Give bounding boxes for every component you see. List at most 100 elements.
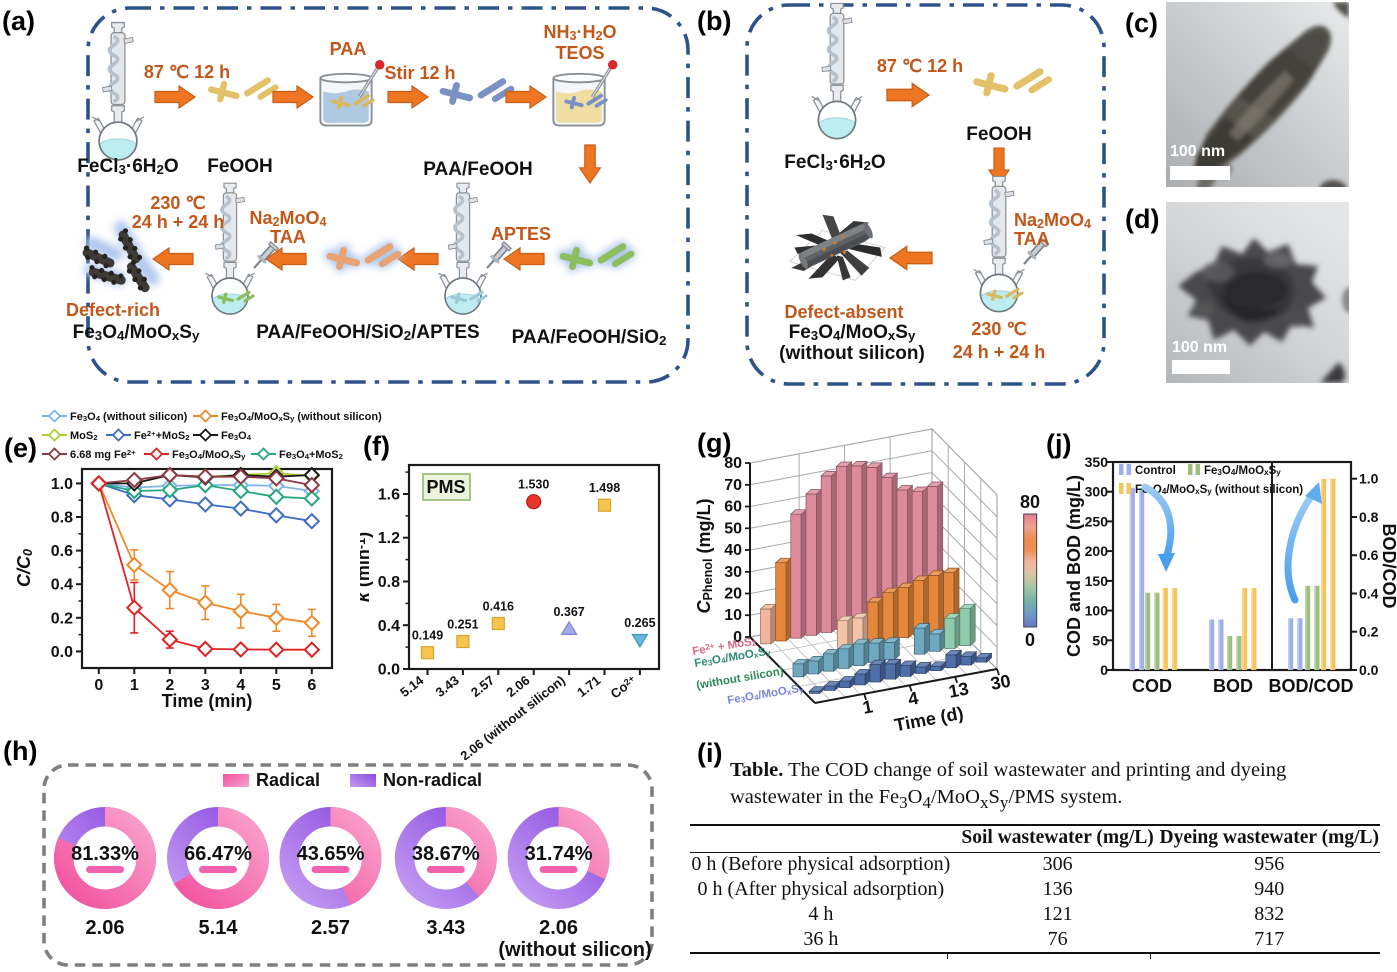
svg-text:COD and BOD (mg/L): COD and BOD (mg/L): [1065, 475, 1084, 657]
svg-text:0.4: 0.4: [1359, 586, 1379, 602]
svg-text:2.57: 2.57: [311, 917, 350, 939]
svg-text:200: 200: [1085, 543, 1109, 559]
svg-text:100 nm: 100 nm: [1170, 143, 1225, 160]
svg-text:350: 350: [1085, 454, 1109, 470]
svg-text:1.0: 1.0: [51, 476, 73, 493]
svg-text:TAA: TAA: [270, 227, 306, 247]
svg-text:Fe3O4/MoOxSy (without silicon): Fe3O4/MoOxSy (without silicon): [221, 411, 382, 423]
svg-text:0: 0: [1025, 630, 1035, 650]
svg-text:CPhenol (mg/L): CPhenol (mg/L): [694, 499, 715, 614]
svg-text:PAA/FeOOH/SiO2/APTES: PAA/FeOOH/SiO2/APTES: [256, 322, 479, 343]
svg-text:Fe3O4/MoOxSy: Fe3O4/MoOxSy: [727, 682, 805, 707]
svg-text:150: 150: [1085, 573, 1109, 589]
svg-text:30: 30: [724, 564, 742, 581]
svg-text:Non-radical: Non-radical: [383, 770, 482, 790]
svg-text:0.265: 0.265: [624, 616, 655, 630]
svg-text:0.6: 0.6: [1359, 547, 1379, 563]
svg-text:24 h + 24 h: 24 h + 24 h: [132, 212, 225, 232]
svg-text:Fe3O4: Fe3O4: [221, 430, 252, 442]
svg-text:APTES: APTES: [491, 224, 551, 244]
svg-text:PAA: PAA: [330, 39, 367, 59]
svg-text:0: 0: [733, 629, 742, 646]
svg-text:1.0: 1.0: [1359, 471, 1379, 487]
svg-text:0.2: 0.2: [1359, 624, 1379, 640]
svg-text:0.149: 0.149: [412, 629, 443, 643]
svg-text:5: 5: [272, 677, 281, 694]
svg-text:60: 60: [724, 499, 742, 516]
svg-text:3: 3: [201, 677, 210, 694]
svg-text:70: 70: [724, 477, 742, 494]
svg-text:C/C0: C/C0: [14, 549, 35, 587]
svg-text:13: 13: [947, 678, 970, 701]
svg-text:0.416: 0.416: [483, 600, 514, 614]
svg-text:TAA: TAA: [1014, 229, 1050, 249]
svg-text:Fe3O4/MoOxSy: Fe3O4/MoOxSy: [172, 449, 246, 461]
svg-text:87 ℃ 12 h: 87 ℃ 12 h: [144, 62, 230, 82]
svg-text:NH3·H2O: NH3·H2O: [543, 22, 616, 43]
svg-text:1.530: 1.530: [518, 478, 549, 492]
svg-text:30: 30: [989, 671, 1012, 694]
svg-text:230 ℃: 230 ℃: [150, 193, 205, 213]
svg-text:3.43: 3.43: [433, 673, 462, 700]
svg-text:(without silicon): (without silicon): [779, 343, 925, 364]
svg-text:1.498: 1.498: [589, 481, 620, 495]
svg-text:Na2MoO4: Na2MoO4: [1014, 210, 1091, 231]
svg-text:Fe3O4+MoS2: Fe3O4+MoS2: [279, 449, 343, 461]
svg-text:40: 40: [724, 542, 742, 559]
svg-text:87 ℃ 12 h: 87 ℃ 12 h: [877, 56, 963, 76]
svg-text:0.8: 0.8: [378, 574, 400, 591]
svg-text:1: 1: [861, 696, 874, 717]
svg-text:4: 4: [906, 688, 919, 709]
svg-text:Radical: Radical: [256, 770, 320, 790]
svg-text:230 ℃: 230 ℃: [971, 319, 1026, 339]
svg-text:Fe3O4/MoOxSy: Fe3O4/MoOxSy: [789, 322, 916, 343]
svg-text:Control: Control: [1135, 465, 1176, 477]
svg-text:250: 250: [1085, 513, 1109, 529]
svg-text:100: 100: [1085, 603, 1109, 619]
svg-text:2.57: 2.57: [468, 673, 497, 700]
svg-text:PAA/FeOOH/SiO2: PAA/FeOOH/SiO2: [512, 327, 667, 348]
svg-text:0.6: 0.6: [51, 543, 73, 560]
svg-text:0.0: 0.0: [378, 662, 400, 679]
svg-text:k (min-1): k (min-1): [360, 532, 373, 602]
svg-text:5.14: 5.14: [199, 917, 239, 939]
svg-text:FeCl3·6H2O: FeCl3·6H2O: [784, 152, 885, 173]
svg-text:TEOS: TEOS: [555, 43, 604, 63]
svg-text:PAA/FeOOH: PAA/FeOOH: [423, 159, 532, 180]
svg-text:Fe3O4/MoOxSy: Fe3O4/MoOxSy: [73, 322, 200, 343]
svg-text:0.8: 0.8: [51, 510, 73, 527]
svg-text:Fe3O4/MoOxSy: Fe3O4/MoOxSy: [1204, 465, 1281, 477]
svg-text:0.4: 0.4: [378, 618, 400, 635]
svg-text:FeOOH: FeOOH: [966, 124, 1031, 145]
svg-text:Fe3O4 (without silicon): Fe3O4 (without silicon): [70, 411, 188, 423]
svg-text:(without silicon): (without silicon): [498, 939, 651, 961]
svg-text:Time (d): Time (d): [893, 703, 965, 735]
svg-text:50: 50: [724, 520, 742, 537]
svg-text:0.251: 0.251: [447, 618, 478, 632]
svg-text:Defect-absent: Defect-absent: [784, 302, 903, 322]
svg-text:FeCl3·6H2O: FeCl3·6H2O: [77, 156, 178, 177]
svg-text:50: 50: [1092, 632, 1108, 648]
svg-text:300: 300: [1085, 484, 1109, 500]
svg-text:PMS: PMS: [426, 477, 465, 497]
svg-text:6: 6: [307, 677, 316, 694]
svg-text:66.47%: 66.47%: [184, 843, 252, 865]
svg-text:43.65%: 43.65%: [297, 843, 365, 865]
svg-text:2: 2: [165, 677, 174, 694]
svg-text:38.67%: 38.67%: [412, 843, 480, 865]
svg-text:0.367: 0.367: [553, 605, 584, 619]
svg-text:0.0: 0.0: [51, 644, 73, 661]
svg-text:80: 80: [1020, 492, 1040, 512]
svg-text:Time (min): Time (min): [162, 691, 253, 711]
svg-text:Stir 12 h: Stir 12 h: [384, 63, 455, 83]
svg-text:81.33%: 81.33%: [71, 843, 139, 865]
svg-text:24 h + 24 h: 24 h + 24 h: [953, 342, 1046, 362]
svg-text:0.8: 0.8: [1359, 509, 1379, 525]
svg-text:Fe2++MoS2: Fe2++MoS2: [134, 429, 190, 442]
svg-text:20: 20: [724, 586, 742, 603]
svg-text:BOD/COD: BOD/COD: [1379, 524, 1397, 609]
svg-text:0: 0: [1100, 662, 1108, 678]
svg-text:4: 4: [236, 677, 245, 694]
svg-text:1.6: 1.6: [378, 487, 400, 504]
svg-text:0.4: 0.4: [51, 577, 73, 594]
